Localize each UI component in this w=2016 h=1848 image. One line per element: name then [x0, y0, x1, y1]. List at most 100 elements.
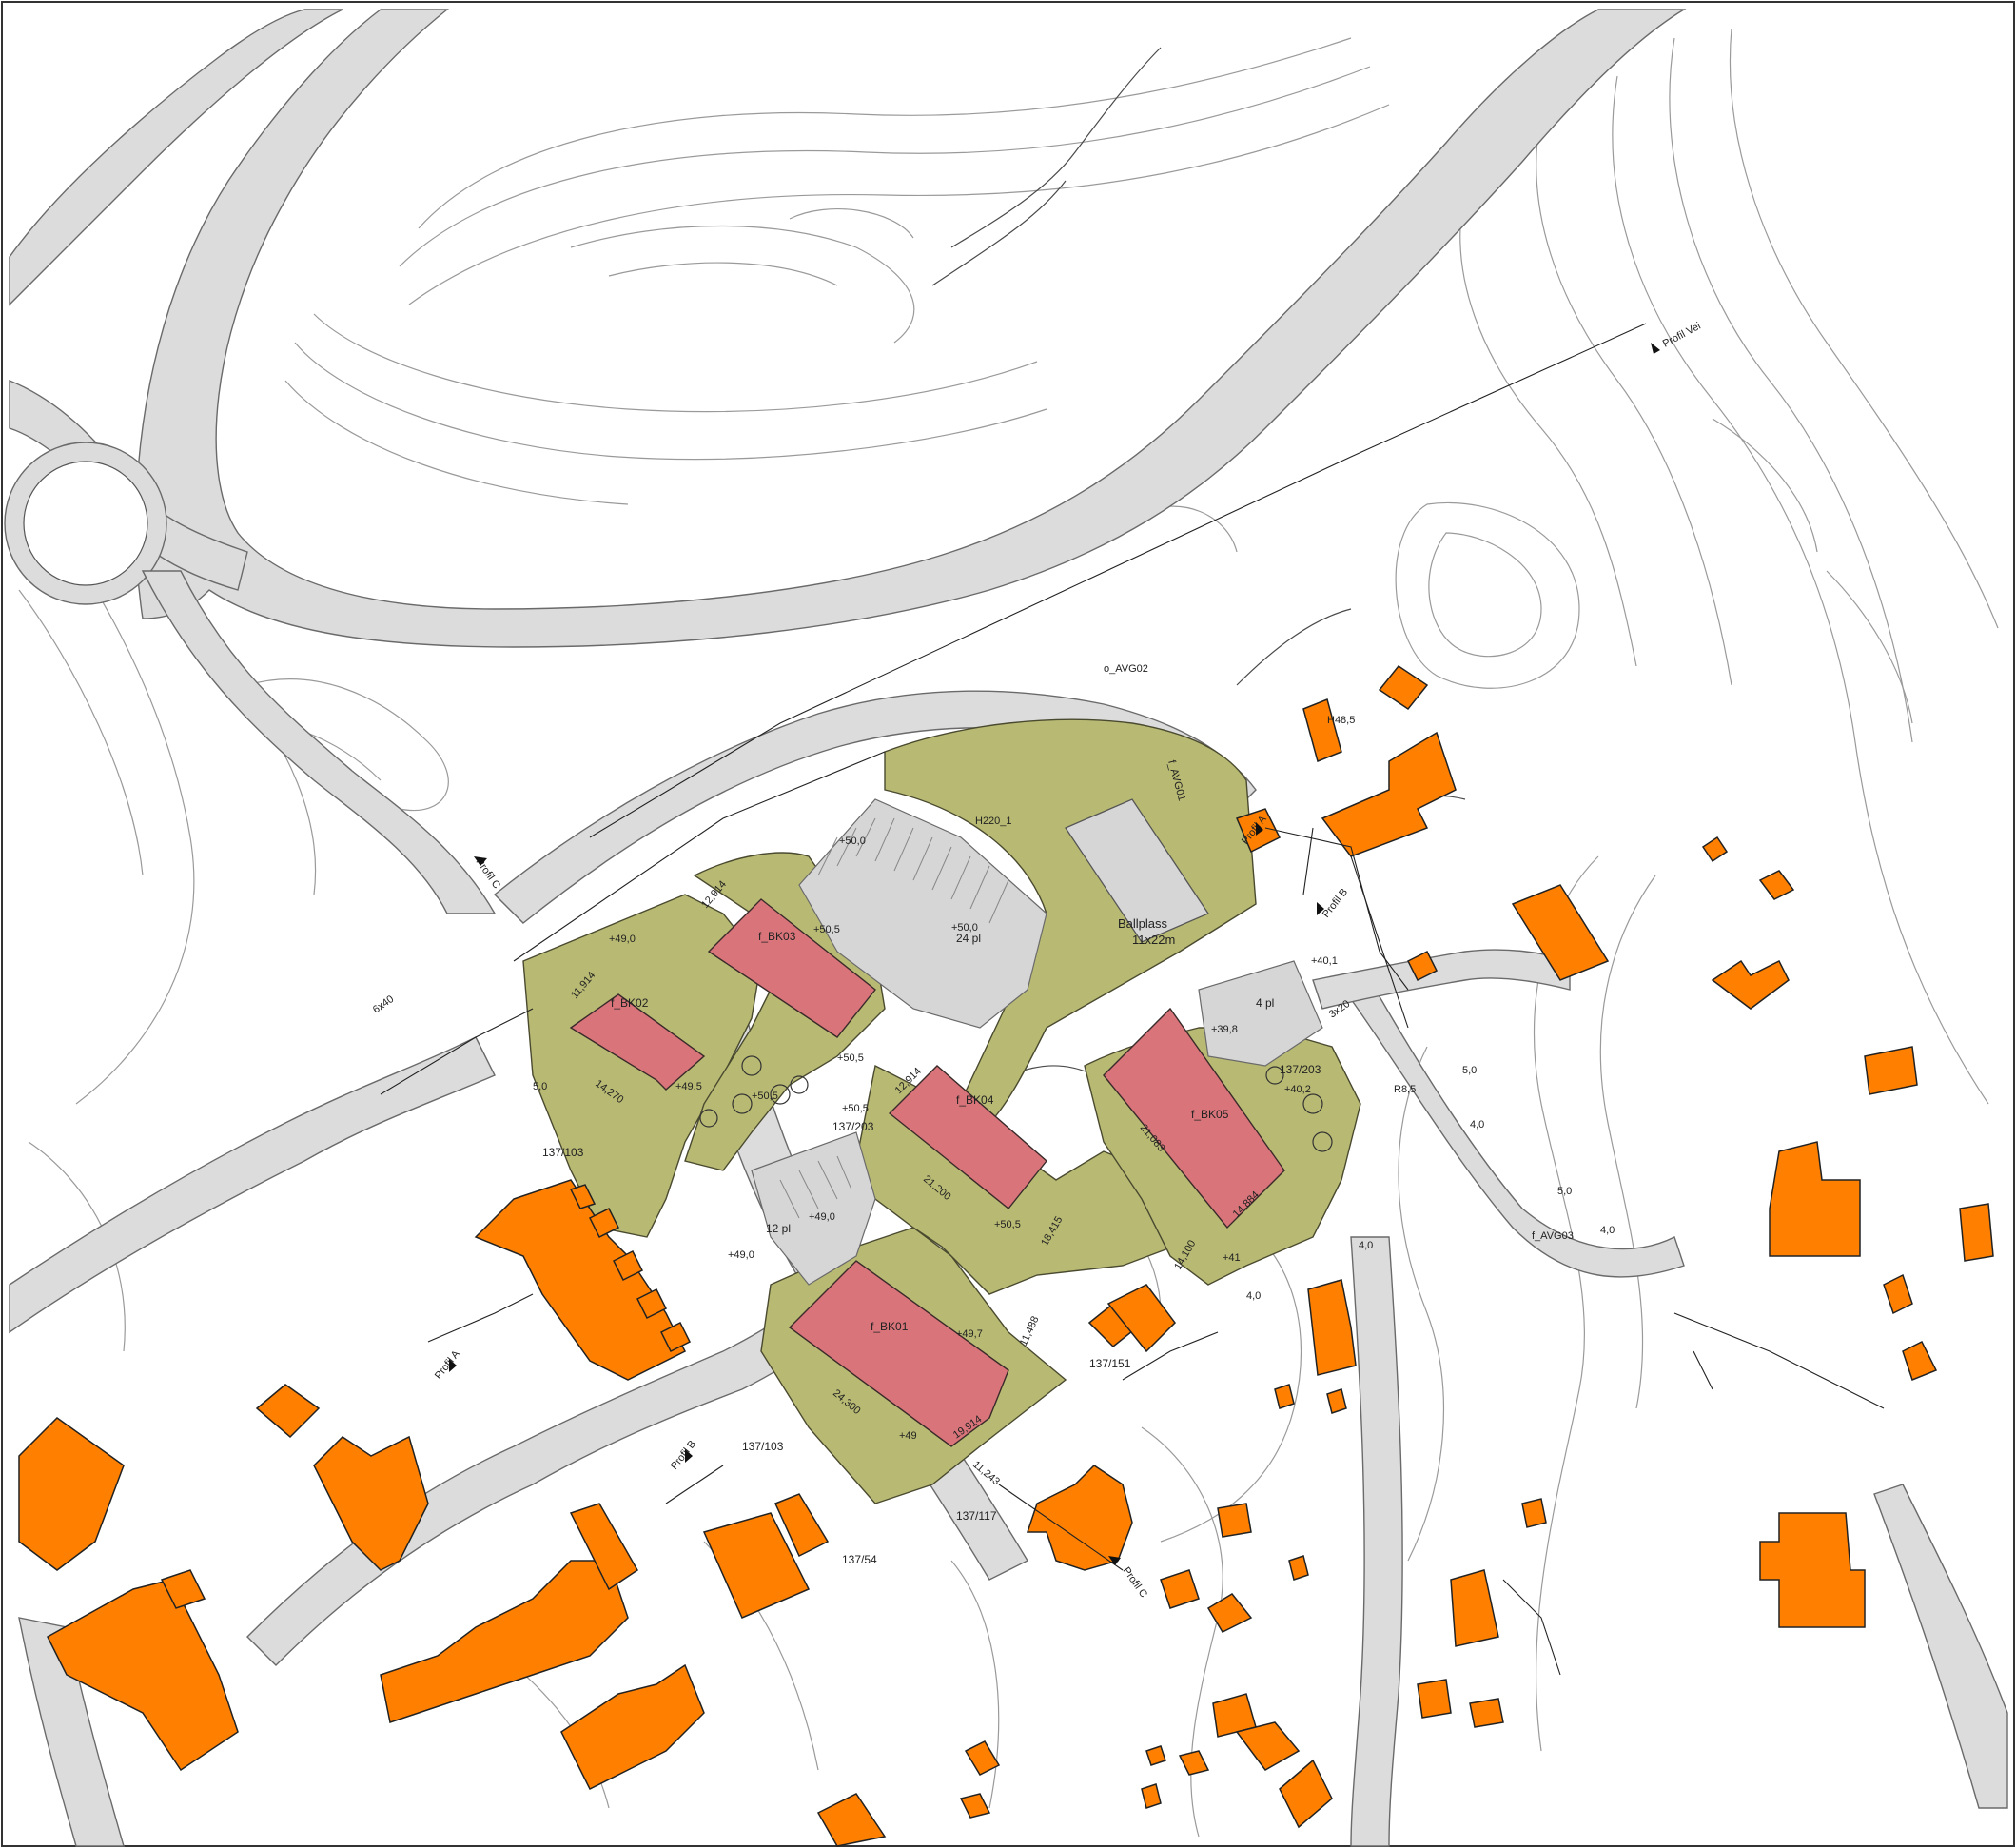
existing-building	[1406, 950, 1439, 982]
plot-bk03	[707, 898, 876, 1038]
existing-building	[964, 1740, 1001, 1776]
plot-label-bk03: f_BK03	[758, 930, 796, 943]
parking-label-4: 4 pl	[1256, 996, 1274, 1010]
dimension-label: 5,0	[533, 1081, 547, 1092]
existing-building	[1178, 1750, 1210, 1776]
dimension-label: 4,0	[1470, 1119, 1484, 1130]
existing-building	[1321, 731, 1457, 857]
elevation-label: +49	[899, 1430, 917, 1442]
plot-label-bk02: f_BK02	[611, 996, 649, 1010]
road-label: o_AVG02	[1104, 663, 1148, 675]
existing-building	[816, 1793, 887, 1847]
parking-12	[751, 1131, 876, 1286]
existing-building	[1758, 870, 1795, 900]
ballfield	[1065, 798, 1209, 943]
road-label: f_AVG03	[1532, 1230, 1574, 1242]
existing-building	[380, 1560, 629, 1723]
elevation-label: +49,5	[675, 1081, 702, 1092]
existing-building	[1769, 1141, 1861, 1257]
gnr-label: 137/203	[1280, 1063, 1321, 1076]
existing-building	[47, 1579, 239, 1772]
existing-building	[1521, 1498, 1547, 1528]
dimension-label: 5,0	[1462, 1065, 1477, 1076]
elevation-label: R8,5	[1394, 1084, 1416, 1095]
property-lines	[380, 323, 1885, 1676]
elevation-label: +41	[1223, 1252, 1241, 1264]
gnr-label: 137/54	[842, 1553, 877, 1566]
existing-building	[1417, 1679, 1452, 1719]
existing-building	[702, 1512, 811, 1619]
elevation-label: +40,1	[1311, 955, 1338, 967]
elevation-label: +50,0	[951, 922, 978, 934]
elevation-label: +39,8	[1211, 1024, 1238, 1035]
existing-buildings	[18, 664, 1994, 1847]
gnr-label: 137/117	[956, 1509, 997, 1523]
plot-label-bk04: f_BK04	[956, 1093, 994, 1107]
existing-building	[313, 1435, 429, 1571]
parking-24	[798, 798, 1047, 1029]
existing-building	[1106, 1284, 1176, 1353]
dimension-label: 4,0	[1359, 1240, 1373, 1251]
existing-building	[255, 1384, 321, 1439]
existing-building	[1141, 1783, 1162, 1809]
existing-building	[1711, 959, 1790, 1010]
green-zone-north	[884, 718, 1257, 1144]
parking-stall-lines	[779, 817, 1009, 1219]
road-network	[4, 9, 2008, 1847]
elevation-label: +49,0	[809, 1211, 835, 1223]
existing-building	[1883, 1273, 1913, 1315]
existing-building	[959, 1793, 991, 1819]
existing-building	[1864, 1046, 1918, 1095]
existing-building	[1206, 1593, 1253, 1633]
dimension-label: 4,0	[1246, 1290, 1261, 1302]
existing-building	[773, 1493, 830, 1558]
elevation-label: +50,5	[842, 1103, 869, 1114]
existing-building	[160, 1569, 206, 1609]
elevation-label: +50,5	[994, 1219, 1021, 1230]
existing-building	[1701, 836, 1729, 863]
plot-bk04	[888, 1065, 1047, 1209]
dimension-label: 4,0	[1600, 1225, 1615, 1236]
gnr-label: 137/103	[542, 1146, 584, 1159]
existing-building	[1235, 1721, 1301, 1771]
roundabout-island	[23, 461, 148, 586]
existing-building	[1288, 1555, 1309, 1581]
existing-building	[1469, 1698, 1504, 1728]
existing-building	[659, 1321, 692, 1353]
profile-markers	[449, 343, 1660, 1565]
existing-building	[560, 1663, 705, 1791]
existing-building	[1307, 1279, 1357, 1376]
plot-bk05	[1103, 1007, 1285, 1229]
existing-building	[1279, 1759, 1333, 1829]
elevation-label: +50,5	[813, 924, 840, 935]
elevation-label: +40,2	[1284, 1084, 1311, 1095]
existing-building	[588, 1207, 620, 1239]
existing-building	[1145, 1745, 1166, 1766]
ballfield-label: Ballplass	[1118, 916, 1168, 931]
parking-label-12: 12 pl	[766, 1222, 791, 1235]
elevation-label: +50,0	[839, 836, 866, 847]
existing-building	[612, 1249, 644, 1282]
existing-building	[1511, 884, 1610, 981]
existing-building	[1160, 1569, 1200, 1609]
elevation-label: +49,0	[728, 1249, 754, 1261]
tree-symbols	[699, 1055, 1333, 1152]
elevation-label: +49,0	[609, 934, 636, 945]
existing-building	[569, 1503, 638, 1591]
planned-site	[522, 718, 1361, 1504]
parking-label-24: 24 pl	[956, 932, 981, 945]
existing-building	[1217, 1503, 1252, 1538]
existing-building	[1759, 1512, 1866, 1628]
plot-bk01	[788, 1260, 1009, 1447]
elevation-label: H220_1	[975, 816, 1012, 827]
existing-building	[1302, 698, 1342, 763]
gnr-label: 137/103	[742, 1440, 784, 1453]
dimension-label: 5,0	[1557, 1186, 1572, 1197]
existing-building	[18, 1417, 125, 1571]
elevation-label: +50,5	[837, 1052, 864, 1064]
plot-bk02	[569, 993, 706, 1091]
existing-building	[1378, 664, 1429, 711]
plot-label-bk05: f_BK05	[1191, 1108, 1229, 1121]
existing-building	[636, 1288, 668, 1320]
